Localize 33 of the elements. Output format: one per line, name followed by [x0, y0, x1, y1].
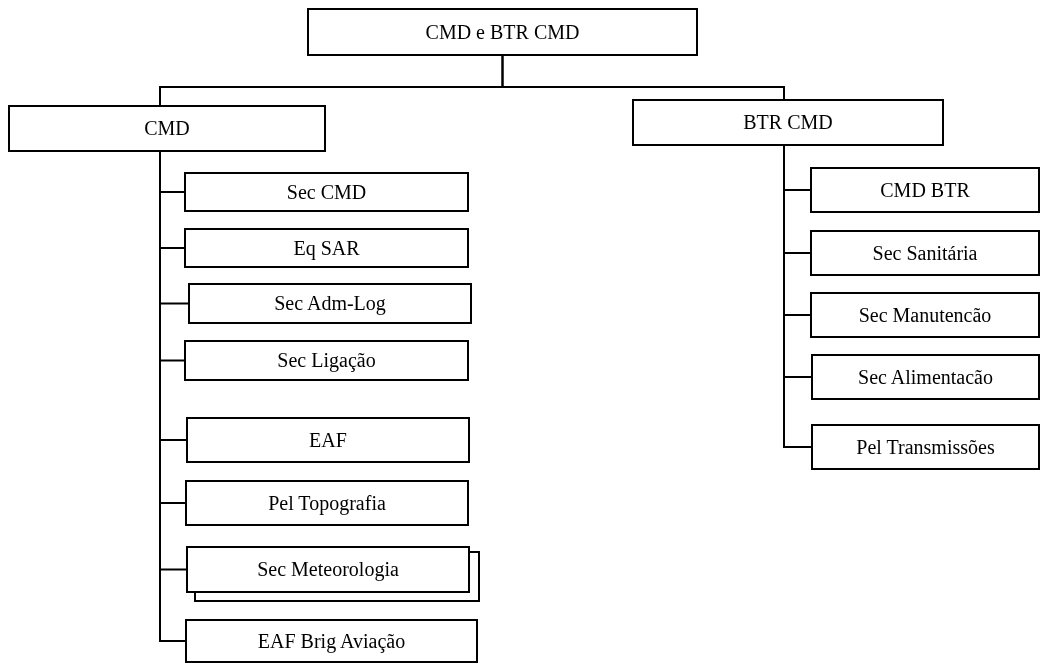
connector-line — [783, 145, 812, 448]
org-box — [184, 340, 469, 381]
org-box — [810, 230, 1040, 276]
box-label: Pel Transmissões — [856, 434, 995, 460]
box-label: Sec CMD — [286, 179, 367, 205]
org-box — [632, 99, 944, 146]
org-box — [8, 105, 326, 152]
box-label: Sec Adm-Log — [274, 291, 386, 316]
org-box — [307, 8, 698, 56]
box-label: EAF Brig Aviação — [257, 628, 406, 654]
box-label: EAF — [309, 427, 347, 453]
org-box — [811, 424, 1040, 470]
box-label: CMD BTR — [880, 177, 970, 203]
box-label: Eq SAR — [293, 235, 360, 261]
box-label: Sec Sanitária — [872, 240, 978, 266]
org-box — [810, 292, 1040, 338]
org-box — [185, 480, 469, 526]
box-label: Sec Alimentacão — [858, 364, 993, 390]
box-label: Sec Manutencão — [858, 302, 992, 328]
box-label: CMD — [144, 116, 190, 141]
box-label: Pel Topografia — [268, 490, 386, 516]
box-label: BTR CMD — [743, 110, 833, 135]
box-label: CMD e BTR CMD — [425, 19, 580, 45]
box-label: Sec Meteorologia — [257, 557, 399, 582]
org-box — [188, 283, 472, 324]
org-box — [184, 228, 469, 268]
org-box — [810, 167, 1040, 213]
org-box — [811, 354, 1040, 400]
org-box — [185, 619, 478, 663]
org-box — [184, 172, 469, 212]
org-box — [186, 417, 470, 463]
connector-line — [501, 55, 785, 100]
box-label: Sec Ligação — [277, 348, 376, 373]
